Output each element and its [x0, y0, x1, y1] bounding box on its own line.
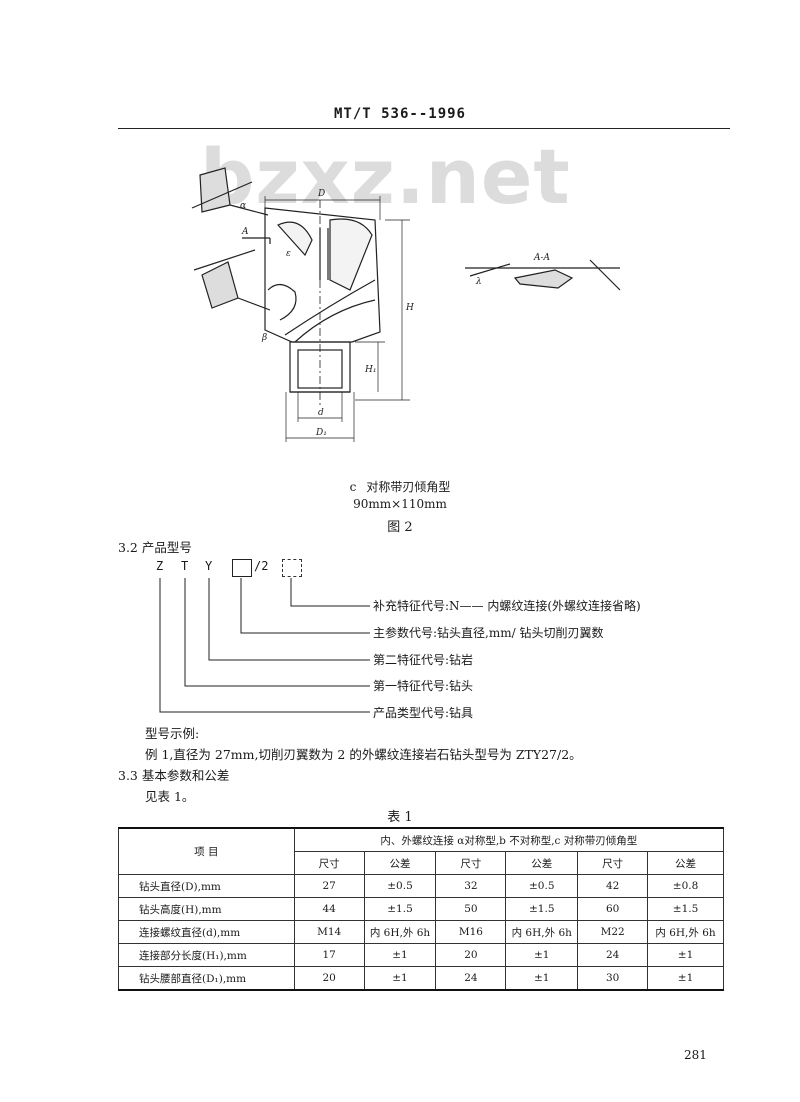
label-H: H: [405, 303, 414, 313]
row-item: 钻头腰部直径(D₁),mm: [118, 966, 295, 991]
caption-text: 对称带刃倾角型: [366, 480, 451, 494]
cell: ±1: [647, 943, 724, 967]
cell: 内 6H,外 6h: [505, 920, 579, 944]
label-beta: β: [261, 333, 267, 343]
label-d: d: [318, 408, 324, 418]
cell: ±1: [363, 966, 437, 991]
supplement-box: [282, 559, 302, 577]
cell: 20: [293, 966, 365, 991]
table-title: 表 1: [387, 810, 413, 825]
code-line-second-feature: 第二特征代号:钻岩: [373, 653, 474, 667]
row-item: 连接部分长度(H₁),mm: [118, 943, 295, 967]
caption-prefix: c: [349, 480, 357, 494]
cell: 44: [293, 897, 365, 921]
cell: 27: [293, 874, 365, 898]
label-D1: D₁: [315, 428, 327, 438]
code-line-supplement: 补充特征代号:N—— 内螺纹连接(外螺纹连接省略): [373, 599, 641, 613]
insert-detail-upper: [191, 167, 269, 216]
document-code: MT/T 536--1996: [333, 106, 466, 122]
cell: ±0.5: [505, 874, 579, 898]
cell: 内 6H,外 6h: [363, 920, 437, 944]
group-header: 内、外螺纹连接 α对称型,b 不对称型,c 对称带刃倾角型: [293, 827, 725, 852]
insert-detail-lower: [193, 249, 271, 311]
cell: ±1.5: [363, 897, 437, 921]
code-line-main-param: 主参数代号:钻头直径,mm/ 钻头切削刃翼数: [373, 626, 604, 640]
row-item: 连接螺纹直径(d),mm: [118, 920, 295, 944]
row-item: 钻头高度(H),mm: [118, 897, 295, 921]
label-section: A-A: [533, 253, 551, 263]
section-3-3-text: 见表 1。: [145, 789, 195, 804]
figure-size: 90mm×110mm: [353, 497, 447, 511]
code-letter-z: Z: [156, 559, 164, 573]
sub-header: 尺寸: [435, 851, 507, 875]
item-header: 项 目: [118, 827, 295, 875]
code-letter-t: T: [181, 559, 189, 573]
sub-header: 尺寸: [293, 851, 365, 875]
cell: 30: [577, 966, 649, 991]
table-row: 钻头直径(D),mm 27 ±0.5 32 ±0.5 42 ±0.8: [118, 874, 724, 898]
cell: ±1: [363, 943, 437, 967]
drill-bit-drawing: D H H₁ d D₁ A α β ε λ A-A: [191, 167, 621, 442]
label-A: A: [241, 227, 249, 237]
cell: M14: [293, 920, 365, 944]
cell: 60: [577, 897, 649, 921]
cell: 24: [435, 966, 507, 991]
section-3-2-heading: 3.2 产品型号: [118, 540, 192, 555]
cell: M22: [577, 920, 649, 944]
sub-header: 公差: [363, 851, 437, 875]
example-text: 例 1,直径为 27mm,切削刃翼数为 2 的外螺纹连接岩石钻头型号为 ZTY2…: [145, 747, 582, 762]
section-a-a-view: [465, 259, 621, 291]
cell: ±1: [505, 943, 579, 967]
row-item: 钻头直径(D),mm: [118, 874, 295, 898]
cell: M16: [435, 920, 507, 944]
code-leader-lines: [159, 578, 370, 713]
main-param-box: [232, 559, 252, 577]
example-heading: 型号示例:: [145, 726, 200, 741]
cell: 42: [577, 874, 649, 898]
label-alpha: α: [240, 201, 246, 211]
cell: ±1.5: [505, 897, 579, 921]
table-row: 钻头高度(H),mm 44 ±1.5 50 ±1.5 60 ±1.5: [118, 897, 724, 921]
figure-caption: c 对称带刃倾角型: [0, 478, 800, 495]
code-suffix: /2: [254, 559, 269, 573]
parameter-table: 项 目 内、外螺纹连接 α对称型,b 不对称型,c 对称带刃倾角型 尺寸 公差 …: [118, 827, 725, 991]
table-row: 连接部分长度(H₁),mm 17 ±1 20 ±1 24 ±1: [118, 943, 724, 967]
code-letter-y: Y: [205, 559, 213, 573]
label-D: D: [317, 189, 325, 199]
table-row: 连接螺纹直径(d),mm M14 内 6H,外 6h M16 内 6H,外 6h…: [118, 920, 724, 944]
section-3-3-heading: 3.3 基本参数和公差: [118, 768, 230, 783]
figure-number: 图 2: [387, 520, 413, 535]
header-rule: [118, 128, 730, 129]
code-line-first-feature: 第一特征代号:钻头: [373, 679, 474, 693]
sub-header: 公差: [505, 851, 579, 875]
cell: ±1: [647, 966, 724, 991]
cell: 17: [293, 943, 365, 967]
page-number: 281: [684, 1048, 707, 1062]
code-line-product-type: 产品类型代号:钻具: [373, 706, 474, 720]
cell: 内 6H,外 6h: [647, 920, 724, 944]
cell: 50: [435, 897, 507, 921]
cell: ±1.5: [647, 897, 724, 921]
label-lambda: λ: [475, 277, 482, 287]
sub-header: 公差: [647, 851, 724, 875]
label-H1: H₁: [364, 365, 376, 375]
cell: 32: [435, 874, 507, 898]
cell: ±1: [505, 966, 579, 991]
table-row: 钻头腰部直径(D₁),mm 20 ±1 24 ±1 30 ±1: [118, 966, 724, 991]
cell: 24: [577, 943, 649, 967]
cell: ±0.8: [647, 874, 724, 898]
label-epsilon: ε: [286, 249, 291, 259]
cell: ±0.5: [363, 874, 437, 898]
watermark: bzxz.net: [200, 132, 571, 221]
sub-header: 尺寸: [577, 851, 649, 875]
cell: 20: [435, 943, 507, 967]
